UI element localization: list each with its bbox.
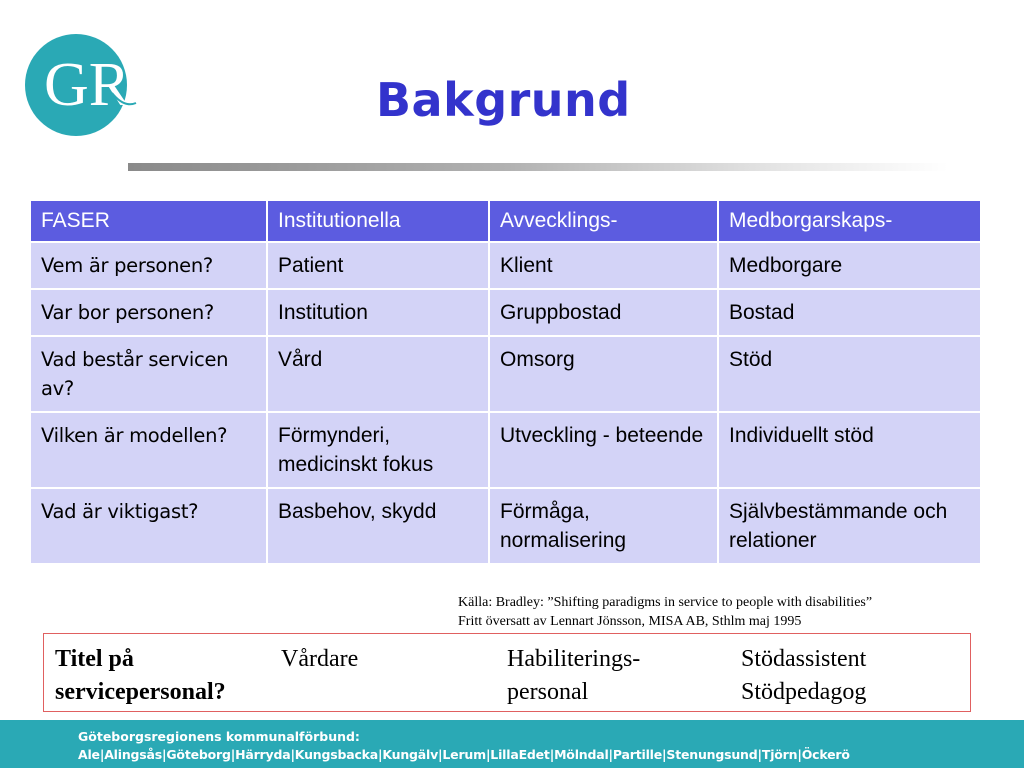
staff-label-line-2: servicepersonal? — [55, 679, 226, 705]
table-row-question: Var bor personen? — [29, 288, 268, 337]
table-row: Vad är viktigast? Basbehov, skydd Förmåg… — [29, 487, 982, 565]
header-cell-medborgarskaps: Medborgarskaps- — [717, 199, 982, 243]
table-cell: Omsorg — [488, 335, 719, 413]
header-cell-institutionella: Institutionella — [266, 199, 490, 243]
table-cell: Utveckling - beteende — [488, 411, 719, 489]
table-cell: Förmynderi, medicinskt fokus — [266, 411, 490, 489]
table-row-question: Vad är viktigast? — [29, 487, 268, 565]
table-row-question: Vad består servicen av? — [29, 335, 268, 413]
table-row-question: Vilken är modellen? — [29, 411, 268, 489]
staff-col2-line-1: Habiliterings- — [507, 646, 641, 672]
source-citation: Källa: Bradley: ”Shifting paradigms in s… — [458, 593, 872, 631]
table-row: Vem är personen? Patient Klient Medborga… — [29, 241, 982, 290]
title-divider — [128, 163, 948, 171]
footer-org-name: Göteborgsregionens kommunalförbund: — [78, 729, 360, 744]
table-header-row: FASER Institutionella Avvecklings- Medbo… — [29, 199, 982, 243]
table-cell: Gruppbostad — [488, 288, 719, 337]
footer-municipalities: Ale|Alingsås|Göteborg|Härryda|Kungsbacka… — [78, 747, 850, 762]
staff-title-label: Titel på servicepersonal? — [55, 643, 226, 709]
table-cell: Bostad — [717, 288, 982, 337]
table-cell: Vård — [266, 335, 490, 413]
table-row: Vad består servicen av? Vård Omsorg Stöd — [29, 335, 982, 413]
footer-bar: Göteborgsregionens kommunalförbund: Ale|… — [0, 720, 1024, 768]
source-line-2: Fritt översatt av Lennart Jönsson, MISA … — [458, 614, 802, 629]
staff-title-vardare: Vårdare — [281, 646, 359, 672]
table-cell: Institution — [266, 288, 490, 337]
table-row-question: Vem är personen? — [29, 241, 268, 290]
staff-col3-line-2: Stödpedagog — [741, 679, 867, 705]
staff-title-habilitering: Habiliterings- personal — [507, 643, 640, 709]
table-cell: Medborgare — [717, 241, 982, 290]
table-cell: Patient — [266, 241, 490, 290]
table-cell: Självbestämmande och relationer — [717, 487, 982, 565]
table-cell: Basbehov, skydd — [266, 487, 490, 565]
table-cell: Stöd — [717, 335, 982, 413]
table-row: Vilken är modellen? Förmynderi, medicins… — [29, 411, 982, 489]
table-row: Var bor personen? Institution Gruppbosta… — [29, 288, 982, 337]
header-cell-avvecklings: Avvecklings- — [488, 199, 719, 243]
table-cell: Individuellt stöd — [717, 411, 982, 489]
staff-label-line-1: Titel på — [55, 646, 134, 672]
source-line-1: Källa: Bradley: ”Shifting paradigms in s… — [458, 595, 873, 610]
staff-col2-line-2: personal — [507, 679, 589, 705]
gr-logo-icon: GR — [24, 33, 139, 138]
table-cell: Förmåga, normalisering — [488, 487, 719, 565]
header-cell-faser: FASER — [29, 199, 268, 243]
comparison-table: FASER Institutionella Avvecklings- Medbo… — [29, 199, 982, 565]
logo-text: GR — [44, 51, 131, 119]
staff-title-stod: Stödassistent Stödpedagog — [741, 643, 866, 709]
slide-title: Bakgrund — [376, 73, 631, 127]
table-cell: Klient — [488, 241, 719, 290]
staff-title-box: Titel på servicepersonal? Vårdare Habili… — [43, 633, 971, 712]
staff-col3-line-1: Stödassistent — [741, 646, 867, 672]
